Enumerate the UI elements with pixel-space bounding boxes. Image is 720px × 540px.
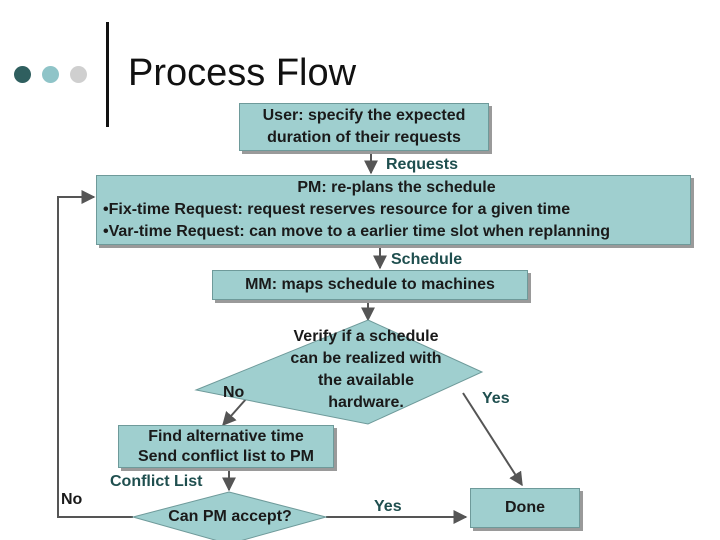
label-accept-no: No [61,491,83,508]
mm-box-line-1: MM: maps schedule to machines [245,276,495,293]
title-dot-2 [42,66,59,83]
edge-accept-no-loop [57,190,133,518]
title-dot-1 [14,66,31,83]
verify-line-2: can be realized with [290,350,442,367]
pm-box-line-3: •Var-time Request: can move to a earlier… [103,223,611,240]
user-box-line-2: duration of their requests [267,129,461,146]
done-box: Done [470,488,580,528]
accept-text: Can PM accept? [150,506,310,528]
find-alternative-line-2: Send conflict list to PM [137,447,314,465]
pm-box-line-2: •Fix-time Request: request reserves reso… [103,201,571,218]
label-verify-no: No [223,384,245,401]
verify-text: Verify if a schedule can be realized wit… [268,326,464,414]
label-verify-yes: Yes [482,390,510,407]
verify-line-1: Verify if a schedule [293,328,439,345]
accept-diamond [131,491,328,540]
verify-line-4: hardware. [328,394,404,411]
user-box-line-1: User: specify the expected [262,107,466,124]
pm-box: PM: re-plans the schedule •Fix-time Requ… [96,175,691,245]
edge-verify-to-done [462,392,523,487]
find-alternative-box: Find alternative time Send conflict list… [118,425,334,468]
label-conflict-list: Conflict List [110,473,203,490]
label-schedule: Schedule [391,251,463,268]
accept-line-1: Can PM accept? [168,508,292,525]
mm-box: MM: maps schedule to machines [212,270,528,300]
verify-line-3: the available [317,372,415,389]
find-alternative-line-1: Find alternative time [148,427,304,445]
done-box-line-1: Done [505,499,545,516]
label-accept-yes: Yes [374,498,402,515]
pm-box-line-1: PM: re-plans the schedule [297,179,496,196]
user-box: User: specify the expected duration of t… [239,103,489,151]
title-dot-3 [70,66,87,83]
slide-title: Process Flow [128,52,357,94]
title-divider [106,22,109,127]
verify-diamond [194,319,484,425]
label-requests: Requests [386,156,459,173]
